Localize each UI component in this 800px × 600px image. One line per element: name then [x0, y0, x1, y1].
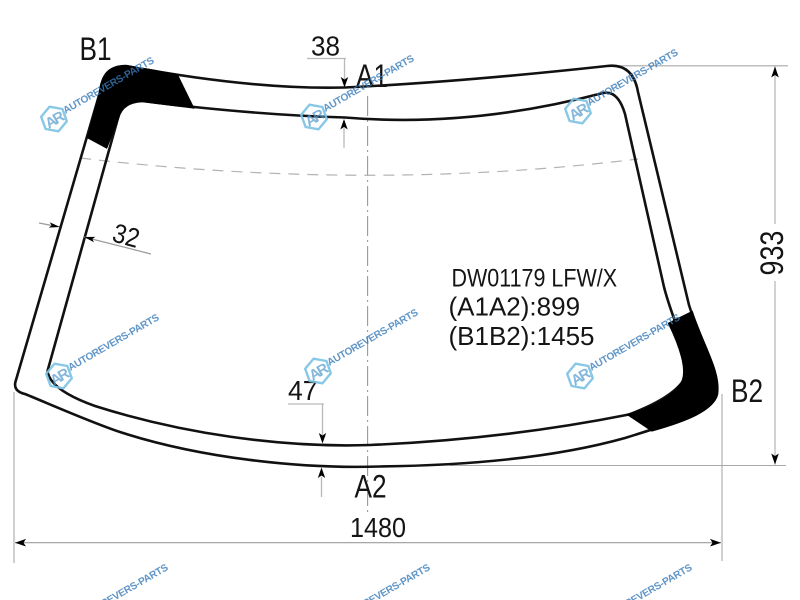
svg-text:DW01179 LFW/X: DW01179 LFW/X	[452, 264, 618, 292]
svg-text:(B1B2):1455: (B1B2):1455	[449, 321, 595, 351]
svg-text:933: 933	[755, 231, 791, 276]
svg-text:32: 32	[109, 218, 142, 254]
svg-text:(A1A2):899: (A1A2):899	[449, 292, 581, 322]
svg-text:38: 38	[311, 31, 340, 62]
svg-text:B1: B1	[80, 33, 112, 68]
svg-text:1480: 1480	[350, 512, 406, 544]
svg-text:B2: B2	[731, 375, 763, 410]
svg-text:A2: A2	[355, 470, 387, 505]
